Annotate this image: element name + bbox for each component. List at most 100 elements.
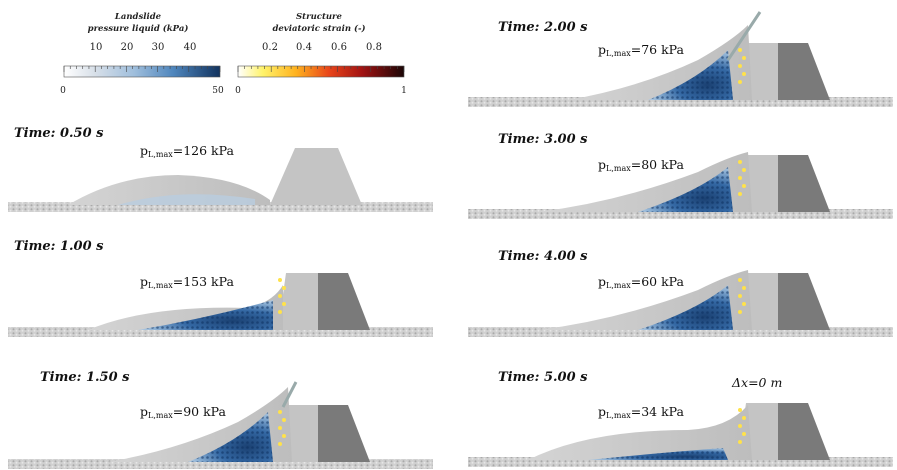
panel-0: Time: 0.50 s pL,max=126 kPa bbox=[8, 126, 433, 212]
pressure-colorbar-bar bbox=[63, 65, 221, 78]
structure-back bbox=[778, 155, 830, 212]
strain-highlight bbox=[278, 294, 282, 298]
strain-highlight bbox=[742, 286, 746, 290]
strain-colorbar-max: 1 bbox=[401, 86, 407, 96]
runup-jet bbox=[281, 381, 298, 408]
pressure-colorbar-title-line1: Landslide bbox=[114, 12, 162, 22]
time-label: Time: 0.50 s bbox=[14, 126, 104, 141]
strain-highlight bbox=[742, 302, 746, 306]
strain-tick-0.2: 0.2 bbox=[262, 42, 278, 53]
pressure-zone bbox=[118, 194, 255, 205]
strain-highlight bbox=[738, 424, 742, 428]
displacement-note: Δx=0 m bbox=[731, 375, 782, 390]
ground-strip bbox=[468, 457, 893, 467]
structure bbox=[270, 148, 362, 205]
strain-colorbar: Structure deviatoric strain (-) 0.2 0.4 … bbox=[235, 12, 407, 96]
structure-back bbox=[318, 273, 370, 330]
strain-highlight bbox=[278, 442, 282, 446]
pressure-particles bbox=[188, 412, 273, 462]
panel-4: Time: 3.00 s pL,max=80 kPa bbox=[468, 132, 893, 219]
panel-1: Time: 1.00 s pL,max=153 kPa bbox=[8, 239, 433, 337]
strain-colorbar-tickmarks bbox=[237, 66, 405, 72]
strain-highlight bbox=[282, 434, 286, 438]
pressure-tick-10: 10 bbox=[90, 42, 103, 53]
structure-back bbox=[778, 43, 830, 100]
strain-colorbar-min: 0 bbox=[235, 86, 241, 96]
pressure-colorbar: Landslide pressure liquid (kPa) 10 20 30… bbox=[60, 12, 224, 96]
strain-highlight bbox=[282, 286, 286, 290]
panel-3: Time: 2.00 s pL,max=76 kPa bbox=[468, 11, 893, 107]
ground-strip bbox=[468, 97, 893, 107]
strain-colorbar-title-line2: deviatoric strain (-) bbox=[272, 23, 365, 34]
pmax-label: pL,max=126 kPa bbox=[140, 143, 234, 159]
ground-strip bbox=[468, 327, 893, 337]
time-label: Time: 1.00 s bbox=[14, 239, 104, 254]
pmax-label: pL,max=90 kPa bbox=[140, 404, 227, 420]
strain-highlight bbox=[742, 72, 746, 76]
panel-2: Time: 1.50 s pL,max=90 kPa bbox=[8, 370, 433, 469]
strain-colorbar-bar bbox=[237, 65, 405, 78]
pmax-label: pL,max=76 kPa bbox=[598, 42, 685, 58]
pressure-colorbar-title-line2: pressure liquid (kPa) bbox=[88, 23, 189, 34]
runup-jet bbox=[726, 11, 762, 61]
pressure-particles bbox=[638, 167, 733, 212]
strain-highlight bbox=[278, 426, 282, 430]
pmax-label: pL,max=153 kPa bbox=[140, 274, 234, 290]
strain-highlight bbox=[738, 160, 742, 164]
pressure-colorbar-tickmarks bbox=[63, 66, 221, 72]
pressure-particles bbox=[138, 300, 273, 330]
strain-highlight bbox=[738, 440, 742, 444]
strain-tick-0.8: 0.8 bbox=[366, 42, 382, 53]
strain-colorbar-title-line1: Structure bbox=[296, 12, 342, 22]
strain-highlight bbox=[278, 278, 282, 282]
pressure-colorbar-max: 50 bbox=[212, 86, 224, 96]
structure-back bbox=[318, 405, 370, 462]
pressure-particles bbox=[648, 50, 733, 100]
strain-highlight bbox=[278, 410, 282, 414]
strain-highlight bbox=[742, 416, 746, 420]
time-label: Time: 4.00 s bbox=[498, 249, 588, 264]
strain-highlight bbox=[738, 80, 742, 84]
panel-6: Time: 5.00 s pL,max=34 kPa bbox=[468, 370, 893, 467]
ground-strip bbox=[8, 202, 433, 212]
time-label: Time: 1.50 s bbox=[40, 370, 130, 385]
panel-5: Time: 4.00 s pL,max=60 kPa bbox=[468, 249, 893, 337]
time-label: Time: 3.00 s bbox=[498, 132, 588, 147]
strain-highlight bbox=[742, 184, 746, 188]
strain-highlight bbox=[742, 432, 746, 436]
structure-back bbox=[778, 273, 830, 330]
structure-back bbox=[778, 403, 830, 460]
ground-strip bbox=[468, 209, 893, 219]
strain-highlight bbox=[738, 176, 742, 180]
strain-highlight bbox=[738, 48, 742, 52]
pmax-label: pL,max=60 kPa bbox=[598, 274, 685, 290]
strain-tick-0.4: 0.4 bbox=[296, 42, 312, 53]
ground-strip bbox=[8, 327, 433, 337]
strain-highlight bbox=[278, 310, 282, 314]
strain-highlight bbox=[738, 64, 742, 68]
pressure-tick-30: 30 bbox=[152, 42, 165, 53]
strain-highlight bbox=[738, 192, 742, 196]
strain-highlight bbox=[738, 408, 742, 412]
strain-highlight bbox=[742, 168, 746, 172]
strain-highlight bbox=[738, 294, 742, 298]
strain-highlight bbox=[742, 56, 746, 60]
strain-tick-0.6: 0.6 bbox=[331, 42, 347, 53]
pressure-tick-40: 40 bbox=[184, 42, 197, 53]
pressure-colorbar-min: 0 bbox=[60, 86, 66, 96]
structure-front bbox=[278, 273, 318, 330]
time-label: Time: 2.00 s bbox=[498, 20, 588, 35]
ground-strip bbox=[8, 459, 433, 469]
pressure-particles bbox=[588, 448, 728, 460]
pmax-label: pL,max=34 kPa bbox=[598, 404, 685, 420]
time-label: Time: 5.00 s bbox=[498, 370, 588, 385]
pressure-tick-20: 20 bbox=[121, 42, 134, 53]
pressure-particles bbox=[638, 285, 733, 330]
strain-highlight bbox=[282, 302, 286, 306]
strain-highlight bbox=[738, 310, 742, 314]
strain-highlight bbox=[282, 418, 286, 422]
pmax-label: pL,max=80 kPa bbox=[598, 157, 685, 173]
